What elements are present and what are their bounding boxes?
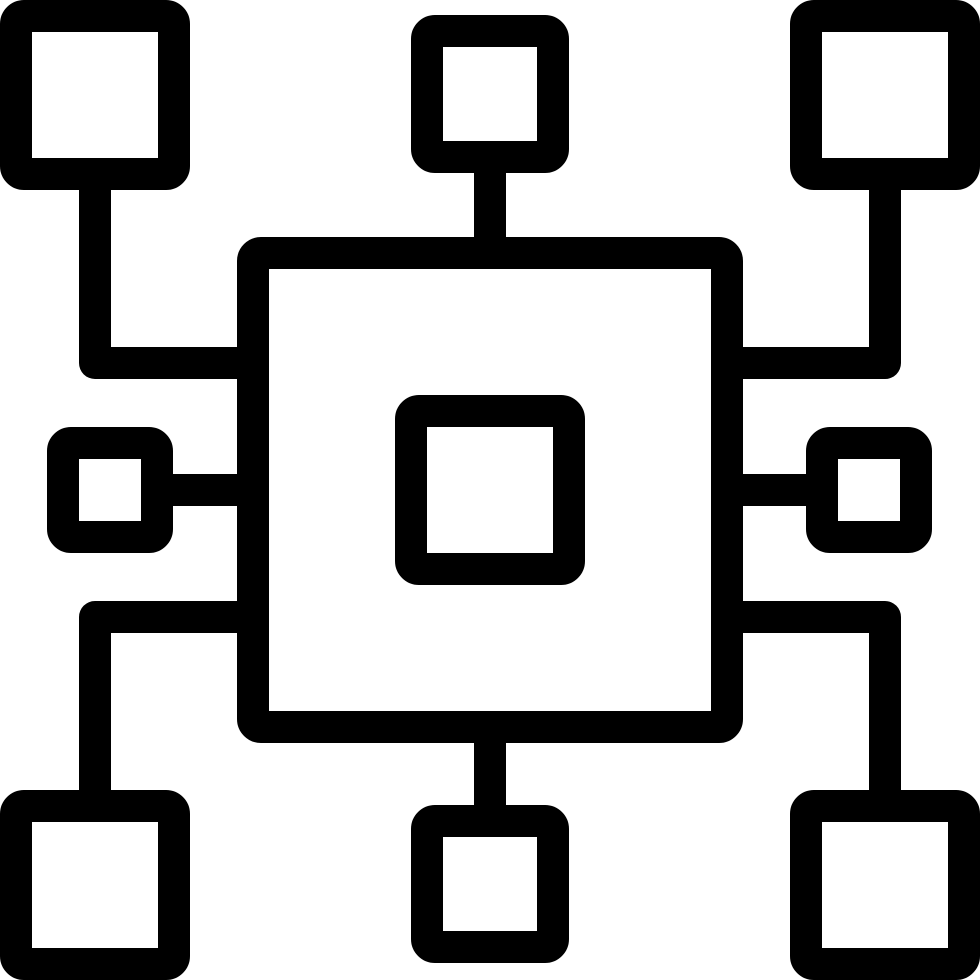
- node-bottom-right: [790, 790, 980, 980]
- node-bottom-left: [0, 790, 190, 980]
- node-left: [47, 427, 173, 553]
- node-right: [806, 427, 932, 553]
- connector-top-left: [79, 173, 253, 379]
- central-hub-core: [395, 395, 585, 585]
- connector-bottom-left: [79, 601, 253, 805]
- node-top-left: [0, 0, 190, 190]
- central-hub-outer: [237, 237, 743, 743]
- node-top-right: [790, 0, 980, 190]
- connector-top-right: [727, 173, 901, 379]
- node-bottom: [411, 805, 569, 963]
- connector-bottom-right: [727, 601, 901, 805]
- node-top: [411, 15, 569, 173]
